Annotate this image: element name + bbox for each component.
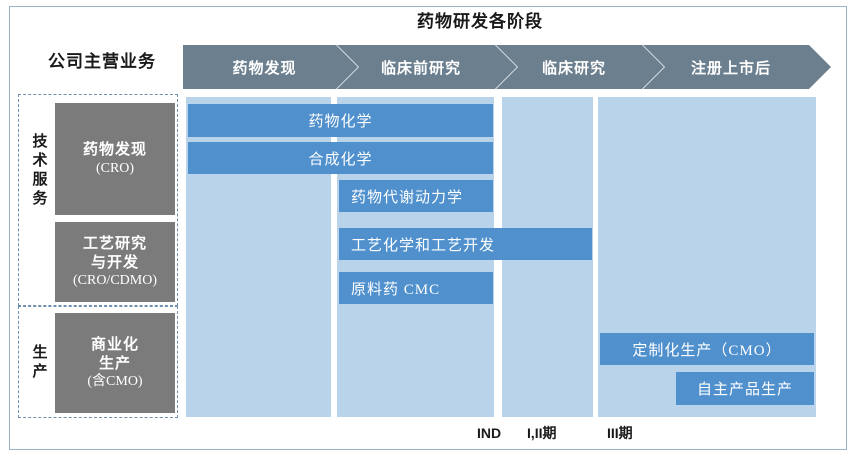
stage-chevron-4[interactable]: 注册上市后 — [643, 45, 831, 89]
activity-label: 自主产品生产 — [696, 382, 793, 398]
activity-bar-own-product-manufacturing[interactable]: 自主产品生产 — [676, 372, 814, 405]
stage-label-2: 临床前研究 — [380, 59, 461, 77]
business-label-line1b: 与开发 — [90, 254, 139, 272]
business-label-line1: 药物发现 — [82, 141, 147, 159]
stage-header-bar: 药物发现 临床前研究 临床研究 注册上市后 — [183, 45, 831, 89]
stage-column-4 — [598, 97, 816, 417]
business-box-drug-discovery[interactable]: 药物发现 (CRO) — [55, 103, 175, 215]
group-label-production: 生产 — [32, 344, 48, 380]
phase-marker-iii: III期 — [607, 425, 633, 441]
business-label-line2: (含CMO) — [87, 374, 143, 390]
activity-label: 合成化学 — [308, 151, 373, 168]
activity-label: 工艺化学和工艺开发 — [351, 237, 496, 254]
business-label-line2: (CRO/CDMO) — [72, 273, 157, 289]
stage-chevron-2[interactable]: 临床前研究 — [337, 45, 517, 89]
activity-label: 药物化学 — [308, 114, 373, 130]
activity-bar-synthetic-chemistry[interactable]: 合成化学 — [188, 142, 493, 174]
phase-marker-i-ii: I,II期 — [527, 425, 557, 441]
activity-label: 药物代谢动力学 — [351, 189, 464, 206]
activity-bar-cmo-manufacturing[interactable]: 定制化生产（CMO） — [600, 333, 814, 365]
business-label-line1b: 生产 — [98, 355, 131, 373]
stage-label-3: 临床研究 — [541, 59, 606, 77]
business-label-line1: 商业化 — [90, 335, 139, 353]
phase-marker-ind: IND — [477, 425, 502, 441]
business-label-line2: (CRO) — [95, 160, 135, 176]
activity-label: 原料药 CMC — [351, 281, 441, 298]
page-title: 药物研发各阶段 — [417, 12, 543, 31]
activity-label: 定制化生产（CMO） — [632, 342, 782, 359]
activity-bar-dmpk[interactable]: 药物代谢动力学 — [339, 180, 493, 212]
stage-chevron-3[interactable]: 临床研究 — [496, 45, 664, 89]
activity-bar-api-cmc[interactable]: 原料药 CMC — [339, 272, 493, 304]
business-label-line1: 工艺研究 — [82, 234, 147, 252]
stage-label-4: 注册上市后 — [690, 59, 771, 77]
left-column-header: 公司主营业务 — [48, 52, 156, 71]
business-box-process-rnd[interactable]: 工艺研究 与开发 (CRO/CDMO) — [55, 222, 175, 302]
group-label-tech-service: 技术服务 — [32, 133, 48, 207]
stage-label-1: 药物发现 — [232, 59, 297, 77]
business-box-commercial-manufacturing[interactable]: 商业化 生产 (含CMO) — [55, 313, 175, 413]
activity-bar-medicinal-chemistry[interactable]: 药物化学 — [188, 104, 493, 137]
stage-chevron-1[interactable]: 药物发现 — [183, 45, 358, 89]
activity-bar-process-chemistry[interactable]: 工艺化学和工艺开发 — [339, 228, 592, 260]
